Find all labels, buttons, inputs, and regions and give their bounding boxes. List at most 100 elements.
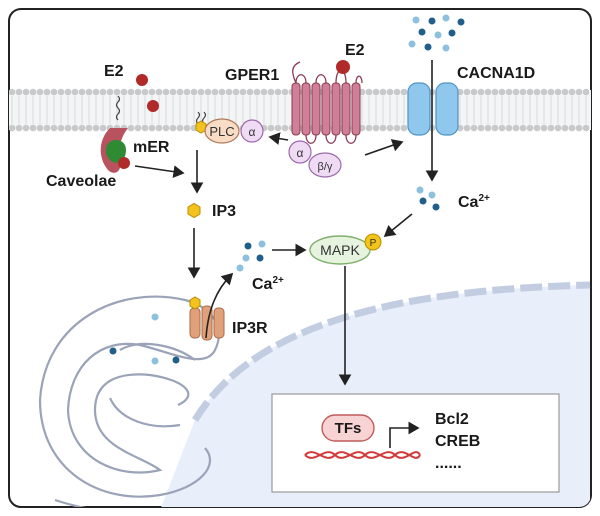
lipid-head <box>554 124 562 132</box>
lipid-head <box>533 124 541 132</box>
lipid-head <box>519 124 527 132</box>
gper1-helix <box>331 82 341 136</box>
calcium-ions-right <box>416 186 440 211</box>
lipid-head <box>22 124 30 132</box>
lipid-head <box>78 88 86 96</box>
lipid-head <box>393 124 401 132</box>
lipid-head <box>575 88 583 96</box>
lipid-head <box>99 88 107 96</box>
lipid-head <box>253 88 261 96</box>
arrow-mer-to-ip3-pathway <box>134 165 185 178</box>
lipid-head <box>176 124 184 132</box>
g-alpha-subunit <box>240 119 264 143</box>
palmitoyl-tail-icon <box>115 95 121 121</box>
gper1-helix <box>301 82 311 136</box>
ip3r-label: IP3R <box>232 320 268 337</box>
e2-molecule-icon <box>147 100 159 112</box>
lipid-head <box>379 124 387 132</box>
lipid-head <box>232 88 240 96</box>
lipid-head <box>134 88 142 96</box>
lipid-head <box>526 124 534 132</box>
lipid-head <box>463 88 471 96</box>
lipid-head <box>141 124 149 132</box>
lipid-head <box>239 88 247 96</box>
g-alpha-label: α <box>297 146 304 160</box>
gper1-helix <box>341 82 351 136</box>
calcium-ions-middle <box>236 240 266 272</box>
dna-helix-icon <box>304 451 421 459</box>
lipid-head <box>463 124 471 132</box>
gper1-helix <box>351 82 361 136</box>
arrow-ip3r-ca-release <box>205 272 234 339</box>
lipid-head <box>85 124 93 132</box>
cacna1d-label: CACNA1D <box>457 65 535 82</box>
lipid-head <box>386 124 394 132</box>
lipid-head <box>540 88 548 96</box>
lipid-head <box>169 88 177 96</box>
g-beta-gamma-subunit <box>308 152 342 178</box>
lipid-head <box>57 124 65 132</box>
calcium-label-right: Ca2+ <box>458 193 490 211</box>
caveolae-complex <box>100 95 130 173</box>
gper1-helix <box>291 82 301 136</box>
plc-label: PLC <box>209 124 234 139</box>
lipid-head <box>561 124 569 132</box>
lipid-head <box>64 124 72 132</box>
lipid-head <box>365 88 373 96</box>
arrow-gper1-to-plc <box>268 132 289 145</box>
lipid-head <box>400 124 408 132</box>
lipid-head <box>106 88 114 96</box>
lipid-head <box>134 124 142 132</box>
lipid-head <box>554 88 562 96</box>
tfs-label: TFs <box>335 420 362 437</box>
lipid-head <box>540 124 548 132</box>
lipid-head <box>568 88 576 96</box>
lipid-head <box>568 124 576 132</box>
ip3-hexagon-icon <box>189 296 201 310</box>
e2-molecule-icon <box>336 60 350 74</box>
lipid-head <box>43 88 51 96</box>
lipid-head <box>183 88 191 96</box>
lipid-head <box>526 88 534 96</box>
lipid-head <box>148 88 156 96</box>
bcl2-label: Bcl2 <box>435 411 469 428</box>
ip3-label: IP3 <box>212 203 236 220</box>
lipid-head <box>155 88 163 96</box>
lipid-head <box>183 124 191 132</box>
g-beta-gamma-label: β/γ <box>318 161 333 173</box>
mapk-kinase: MAPK P <box>309 233 382 265</box>
creb-label: CREB <box>435 433 480 450</box>
lipid-head <box>505 88 513 96</box>
gper1-helix <box>311 82 321 136</box>
transcription-box <box>271 393 560 493</box>
lipid-head <box>498 124 506 132</box>
lipid-head <box>9 124 16 132</box>
more-targets-label: ...... <box>435 455 462 472</box>
lipid-head <box>15 124 23 132</box>
transcription-arrow-icon <box>389 421 420 448</box>
endoplasmic-reticulum <box>38 295 220 507</box>
lipid-head <box>267 124 275 132</box>
lipid-head <box>99 124 107 132</box>
lipid-head <box>120 88 128 96</box>
lipid-head <box>498 88 506 96</box>
lipid-head <box>78 124 86 132</box>
lipid-head <box>71 124 79 132</box>
lipid-head <box>519 88 527 96</box>
lipid-head <box>274 124 282 132</box>
lipid-head <box>85 88 93 96</box>
lipid-head <box>36 124 44 132</box>
lipid-head <box>204 88 212 96</box>
tfs-badge: TFs <box>321 414 375 442</box>
pathway-arrows <box>134 60 439 386</box>
lipid-head <box>29 124 37 132</box>
lipid-head <box>113 88 121 96</box>
lipid-head <box>400 88 408 96</box>
lipid-head <box>484 124 492 132</box>
lipid-head <box>491 88 499 96</box>
e2-label-left: E2 <box>104 63 124 80</box>
lipid-head <box>155 124 163 132</box>
lipid-head <box>470 88 478 96</box>
lipid-head <box>246 88 254 96</box>
lipid-head <box>36 88 44 96</box>
